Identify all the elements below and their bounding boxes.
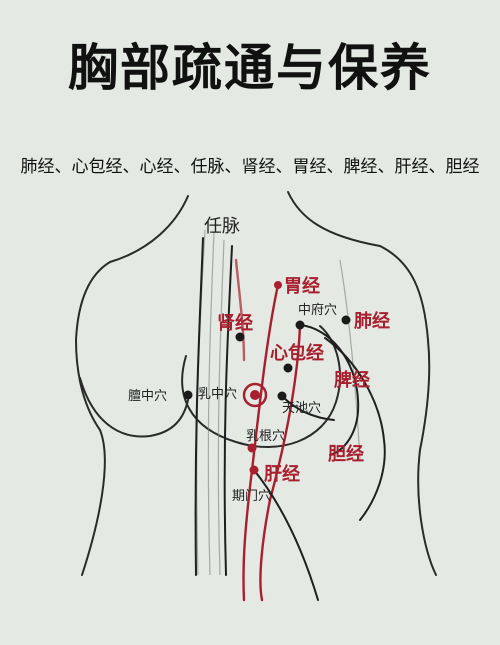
tanzhong-point-marker: [183, 390, 193, 400]
kidney-meridian-label: 肾经: [217, 312, 253, 334]
dark-meridian-lines: [194, 237, 386, 601]
lung-meridian-label: 肺经: [354, 310, 390, 332]
faint-line-right-1: [339, 259, 361, 461]
spleen-meridian-label: 脾经: [334, 369, 370, 391]
gallbladder-line: [324, 337, 386, 521]
tianchi-label: 天池穴: [282, 401, 321, 416]
tanzhong-label: 膻中穴: [128, 389, 167, 404]
body-outline: [74, 191, 437, 576]
pericardium-line: [299, 324, 360, 456]
neck-left-line: [109, 195, 189, 263]
stomach-point-marker: [274, 281, 282, 289]
kidney-meridian-line: [223, 245, 233, 576]
tianchi-line: [281, 395, 335, 421]
page-title: 胸部疏通与保养: [68, 39, 432, 97]
zhongfu-label: 中府穴: [298, 303, 337, 318]
left-breast-underline: [79, 377, 189, 438]
faint-line-left-2: [207, 231, 215, 576]
rugen-point-marker: [247, 443, 257, 453]
rugen-label: 乳根穴: [246, 429, 285, 444]
gallbladder-label: 胆经: [327, 443, 364, 465]
ren-mai-line: [194, 237, 204, 576]
ren-mai-label: 任脉: [204, 216, 240, 237]
meridian-list: 肺经、心包经、心经、任脉、肾经、胃经、脾经、肝经、胆经: [20, 157, 480, 177]
left-shoulder-arm: [74, 261, 111, 576]
stomach-meridian-label: 胃经: [284, 275, 320, 297]
central-red-line: [234, 258, 246, 362]
spleen-meridian-line: [259, 323, 302, 602]
neck-right-line: [287, 191, 381, 247]
tianchi-point-marker: [277, 391, 287, 401]
right-breast-curve: [181, 325, 341, 448]
liver-meridian-label: 肝经: [264, 463, 300, 485]
pericardium-point-marker: [283, 363, 293, 373]
kidney-point-marker: [235, 332, 245, 342]
lung-point-marker: [341, 315, 351, 325]
qimen-label: 期门穴: [232, 489, 271, 504]
right-shoulder-arm: [379, 245, 437, 576]
nipple-ring: [242, 382, 268, 408]
diagram-labels: 任脉 胃经 中府穴 肺经 肾经 心包经 脾经 膻中穴 乳中穴 天池穴 乳根穴 胆…: [128, 216, 390, 504]
liver-line: [253, 469, 319, 601]
pericardium-label: 心包经: [270, 342, 324, 364]
ruzhong-label: 乳中穴: [198, 387, 237, 402]
faint-line-left-3: [217, 239, 225, 576]
ruzhong-point-marker: [250, 390, 260, 400]
acupoint-markers: [183, 281, 351, 475]
qimen-point-marker: [249, 465, 259, 475]
zhongfu-point-marker: [295, 320, 305, 330]
